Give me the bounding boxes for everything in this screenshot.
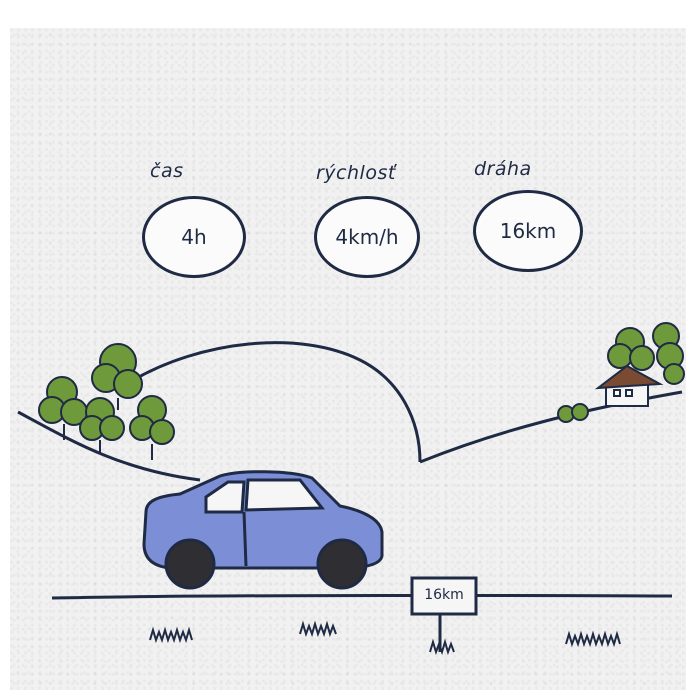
left-hill [17, 410, 201, 482]
paper-background [10, 28, 686, 690]
time-value-bubble: 4h [142, 196, 246, 278]
house [594, 364, 664, 407]
speed-label: rýchlosť [316, 162, 396, 184]
road-sign-text: 16km [424, 587, 464, 603]
time-label: čas [150, 160, 184, 182]
car [142, 470, 384, 590]
distance-label: dráha [474, 158, 532, 180]
distance-value-bubble: 16km [473, 190, 583, 272]
road-line [51, 593, 673, 600]
center-hill [129, 341, 422, 463]
road-sign [410, 576, 478, 652]
tree-trunks-left [63, 398, 153, 460]
speed-value-bubble: 4km/h [314, 196, 420, 278]
tree-cluster-left [38, 343, 175, 445]
grass-tufts [149, 620, 621, 656]
tree-cluster-right [557, 322, 685, 423]
